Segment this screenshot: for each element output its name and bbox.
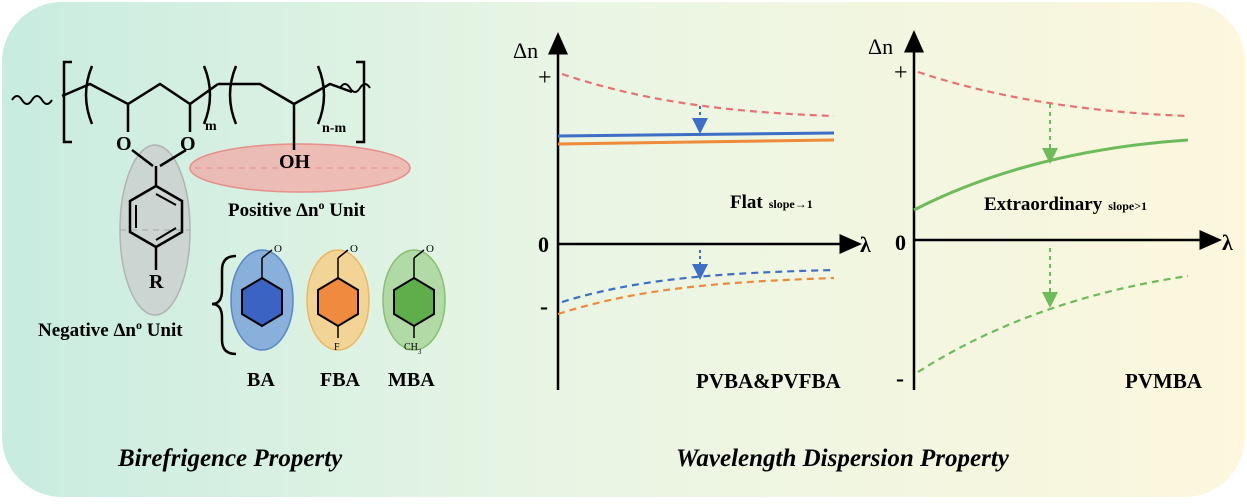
bracket-right — [356, 60, 366, 144]
fba-fluorine: F — [334, 342, 340, 353]
plot2-plus: + — [894, 60, 908, 86]
left-title: Birefrigence Property — [117, 445, 343, 472]
atom-o2: O — [180, 133, 196, 155]
positive-unit-label: Positive Δno Unit — [228, 198, 366, 221]
plot1-orange-solid — [557, 138, 835, 146]
substituent-ba: O BA — [230, 243, 294, 391]
bracket-left — [62, 60, 72, 144]
substituent-mba: O CH3 MBA — [382, 243, 446, 391]
plot2-minus: - — [896, 366, 904, 392]
background-panel — [2, 2, 1245, 497]
subscript-n-m: n-m — [322, 121, 346, 136]
wavy-bond-left — [11, 95, 53, 105]
mba-label: MBA — [388, 369, 435, 391]
plot2-ylabel: Δn — [868, 34, 893, 59]
plot2-caption: PVMBA — [1125, 369, 1203, 393]
plot2-green-dashed — [917, 274, 1189, 373]
curly-brace — [211, 254, 237, 356]
plot1-plus: + — [538, 65, 552, 91]
plot2-xlabel: λ — [1222, 230, 1233, 255]
plot1-xlabel: λ — [860, 232, 871, 257]
atom-o1: O — [116, 133, 132, 155]
right-title: Wavelength Dispersion Property — [676, 445, 1010, 472]
plot2-positive-dashed — [917, 70, 1189, 118]
ba-label: BA — [247, 369, 275, 391]
fba-oxygen: O — [350, 243, 358, 255]
substituent-fba: O F FBA — [306, 243, 370, 391]
plot1-blue-solid — [557, 131, 835, 138]
subscript-m: m — [205, 119, 217, 134]
atom-oh: OH — [279, 151, 311, 173]
mba-methyl: CH3 — [404, 342, 422, 356]
negative-unit-label: Negative Δno Unit — [38, 318, 183, 341]
plot1-caption: PVBA&PVFBA — [696, 369, 841, 393]
plot1-positive-dashed — [561, 72, 835, 118]
plot2-zero: 0 — [895, 230, 906, 255]
plot2-green-solid — [913, 138, 1189, 212]
plot1-ylabel: Δn — [513, 38, 538, 63]
plot1-minus: - — [540, 294, 548, 320]
atom-r: R — [149, 271, 164, 293]
fba-label: FBA — [320, 369, 361, 391]
polymer-structure: O O m n-m OH R Positive Δno Unit Negativ… — [11, 60, 411, 356]
plot1-zero: 0 — [538, 232, 549, 257]
ba-oxygen: O — [274, 243, 282, 255]
plot1-blue-dashed — [561, 268, 835, 304]
mba-oxygen: O — [426, 243, 434, 255]
